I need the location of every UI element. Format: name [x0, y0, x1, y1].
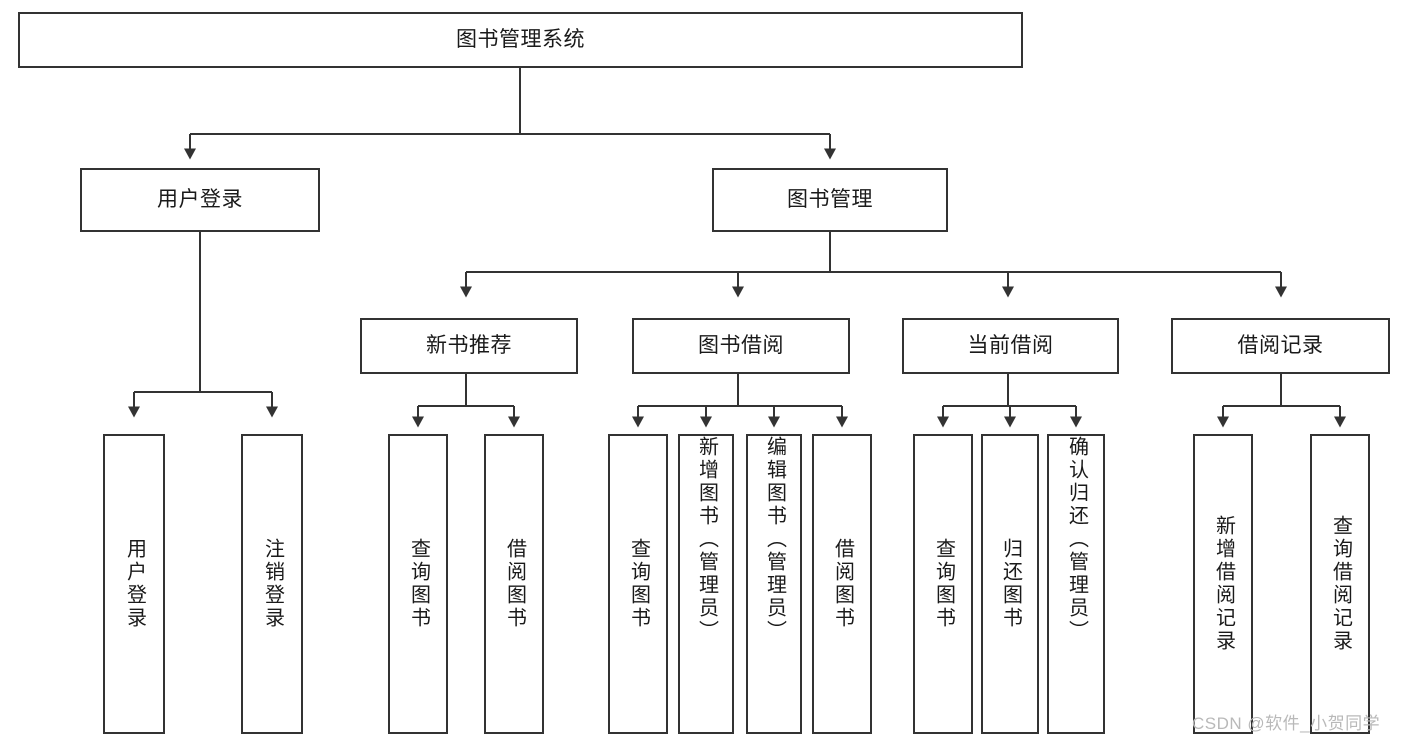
csdn-watermark: CSDN @软件_小贺同学 [1192, 714, 1381, 733]
node-leaf-add-book-admin-label: 新增图书（管理员） [695, 436, 718, 643]
node-leaf-return-book-label: 归还图书 [999, 538, 1022, 630]
connector-group-newbook [412, 374, 520, 428]
node-leaf-query-book-2[interactable]: 查询图书 [608, 434, 668, 734]
node-borrow-record-label: 借阅记录 [1237, 333, 1324, 357]
node-leaf-logout-login-label: 注销登录 [261, 538, 284, 630]
node-leaf-query-book-3[interactable]: 查询图书 [913, 434, 973, 734]
node-leaf-add-borrow-record-label: 新增借阅记录 [1212, 515, 1235, 653]
node-book-manage-label: 图书管理 [787, 187, 873, 211]
node-book-borrow[interactable]: 图书借阅 [632, 318, 850, 374]
connector-group-root [184, 68, 836, 160]
node-leaf-query-book-2-label: 查询图书 [627, 538, 650, 630]
node-leaf-return-book[interactable]: 归还图书 [981, 434, 1039, 734]
node-leaf-borrow-book-1[interactable]: 借阅图书 [484, 434, 544, 734]
node-leaf-query-borrow-record[interactable]: 查询借阅记录 [1310, 434, 1370, 734]
node-borrow-record[interactable]: 借阅记录 [1171, 318, 1390, 374]
connector-group-currentborrow [937, 374, 1082, 428]
node-leaf-logout-login[interactable]: 注销登录 [241, 434, 303, 734]
node-current-borrow[interactable]: 当前借阅 [902, 318, 1119, 374]
node-new-book-recommend-label: 新书推荐 [426, 333, 512, 357]
node-leaf-user-login-label: 用户登录 [123, 538, 146, 630]
node-leaf-borrow-book-2-label: 借阅图书 [831, 538, 854, 630]
node-leaf-confirm-return-admin-label: 确认归还（管理员） [1065, 436, 1088, 643]
node-current-borrow-label: 当前借阅 [967, 333, 1054, 357]
node-user-login-label: 用户登录 [157, 187, 243, 211]
node-leaf-edit-book-admin[interactable]: 编辑图书（管理员） [746, 434, 802, 734]
node-leaf-query-book-1-label: 查询图书 [407, 538, 430, 630]
node-new-book-recommend[interactable]: 新书推荐 [360, 318, 578, 374]
connector-group-bookmanage [460, 232, 1287, 298]
connector-group-userlogin [128, 232, 278, 418]
node-leaf-borrow-book-1-label: 借阅图书 [503, 538, 526, 630]
node-user-login[interactable]: 用户登录 [80, 168, 320, 232]
node-leaf-add-borrow-record[interactable]: 新增借阅记录 [1193, 434, 1253, 734]
connector-group-bookborrow [632, 374, 848, 428]
node-leaf-confirm-return-admin[interactable]: 确认归还（管理员） [1047, 434, 1105, 734]
node-leaf-add-book-admin[interactable]: 新增图书（管理员） [678, 434, 734, 734]
node-leaf-query-borrow-record-label: 查询借阅记录 [1329, 515, 1352, 653]
node-root-label: 图书管理系统 [456, 27, 585, 51]
connector-group-borrowrecord [1217, 374, 1346, 428]
node-leaf-borrow-book-2[interactable]: 借阅图书 [812, 434, 872, 734]
node-leaf-query-book-1[interactable]: 查询图书 [388, 434, 448, 734]
node-book-borrow-label: 图书借阅 [698, 333, 784, 357]
node-book-manage[interactable]: 图书管理 [712, 168, 948, 232]
node-root[interactable]: 图书管理系统 [18, 12, 1023, 68]
node-leaf-query-book-3-label: 查询图书 [932, 538, 955, 630]
node-leaf-edit-book-admin-label: 编辑图书（管理员） [763, 436, 786, 643]
node-leaf-user-login[interactable]: 用户登录 [103, 434, 165, 734]
